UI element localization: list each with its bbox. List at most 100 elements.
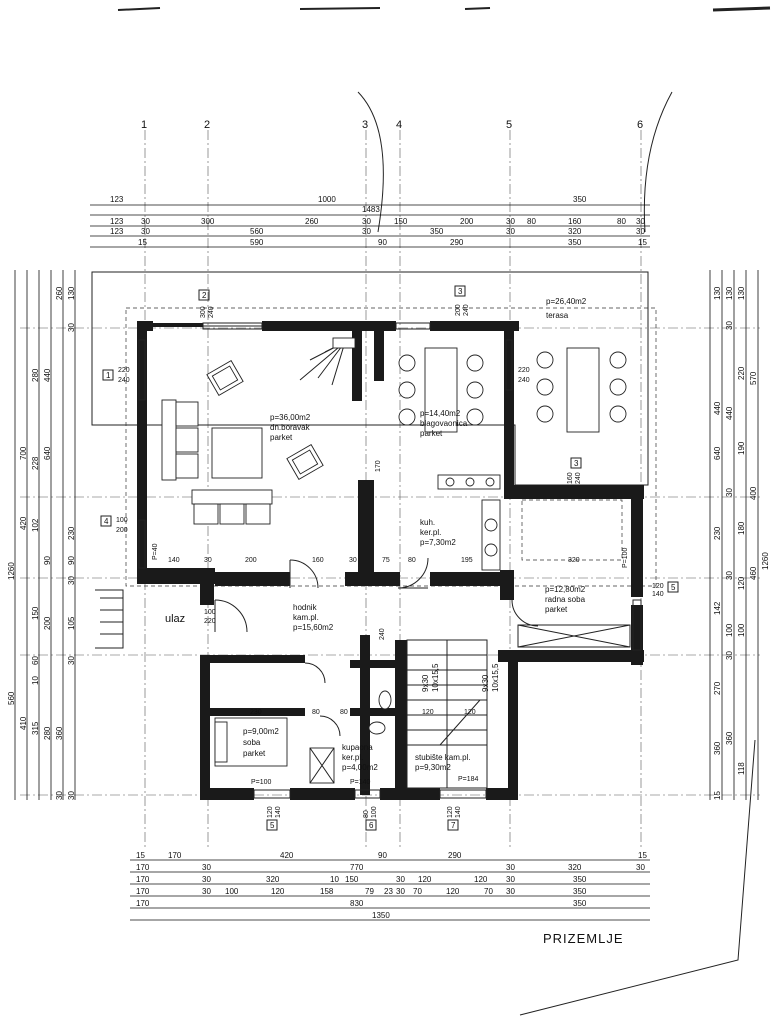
- dim-label: 320: [266, 875, 280, 884]
- room-name: hodnik: [293, 603, 318, 612]
- dim-label: 420: [280, 851, 294, 860]
- dim-label: 1483: [362, 205, 380, 214]
- svg-text:P=100: P=100: [251, 779, 272, 786]
- room-area: p=12,80m2: [545, 585, 586, 594]
- dim-label: 410: [19, 716, 28, 730]
- dim-label: 440: [725, 406, 734, 420]
- dim-label: 118: [737, 762, 746, 775]
- marker-label: 2: [202, 291, 207, 300]
- stair-fan-lines: [299, 341, 346, 386]
- bathroom-fixtures: [309, 690, 392, 784]
- dim-label: 1260: [761, 552, 770, 570]
- room-floor: ker.pl.: [342, 753, 363, 762]
- marker-label: 6: [369, 821, 374, 830]
- dim-label: 30: [396, 887, 405, 896]
- room-area: p=4,00m2: [342, 763, 378, 772]
- dim-label: 360: [713, 741, 722, 755]
- dim-label: 290: [448, 851, 462, 860]
- svg-text:200: 200: [245, 557, 257, 564]
- dim-label: 100: [225, 887, 239, 896]
- kitchen-counter: [437, 474, 501, 571]
- svg-text:160: 160: [567, 472, 574, 484]
- svg-text:120: 120: [652, 583, 664, 590]
- dim-label: 15: [138, 238, 147, 247]
- dim-label: 315: [31, 721, 40, 735]
- svg-text:320: 320: [568, 557, 580, 564]
- dim-label: 290: [450, 238, 464, 247]
- right-dimensions: 1260 130 440 230 460 570 640 180 142 100…: [709, 270, 770, 800]
- dim-label: 80: [617, 217, 626, 226]
- dim-label: 30: [67, 576, 76, 585]
- dim-label: 120: [474, 875, 488, 884]
- cabinet-icons: [517, 499, 631, 648]
- svg-text:200: 200: [455, 304, 462, 316]
- scan-mark: [117, 7, 161, 11]
- sink-icon: [484, 518, 498, 532]
- marker-label: 5: [671, 583, 676, 592]
- dim-label: 1350: [372, 911, 390, 920]
- dim-label: 30: [725, 321, 734, 330]
- svg-text:80: 80: [312, 709, 320, 716]
- windows: [138, 322, 642, 799]
- dim-label: 350: [573, 195, 587, 204]
- svg-text:240: 240: [463, 304, 470, 316]
- axis-label: 1: [141, 119, 147, 131]
- door-swing-arc: [643, 91, 673, 233]
- marker-box: [102, 369, 114, 381]
- dim-label: 350: [430, 227, 444, 236]
- svg-text:10x15,5: 10x15,5: [431, 663, 440, 692]
- entrance-label: ulaz: [165, 613, 185, 625]
- scan-mark: [712, 6, 771, 12]
- dim-label: 123: [110, 195, 124, 204]
- axis-label: 2: [204, 119, 210, 131]
- svg-text:100: 100: [371, 806, 378, 818]
- dim-label: 700: [19, 446, 28, 460]
- dim-label: 30: [202, 863, 211, 872]
- svg-text:140: 140: [455, 806, 462, 818]
- dim-label: 200: [43, 616, 52, 630]
- dim-label: 120: [418, 875, 432, 884]
- dim-label: 770: [350, 863, 364, 872]
- dim-label: 30: [506, 887, 515, 896]
- marker-box: [570, 457, 582, 469]
- svg-text:30: 30: [349, 557, 357, 564]
- svg-text:240: 240: [518, 377, 530, 384]
- dim-label: 150: [394, 217, 408, 226]
- dim-label: 280: [31, 368, 40, 382]
- svg-text:P=140: P=140: [350, 779, 371, 786]
- svg-text:140: 140: [168, 557, 180, 564]
- dim-label: 30: [67, 323, 76, 332]
- svg-text:30: 30: [204, 557, 212, 564]
- left-dimensions: 1260 560 700 420 410 280 228 102 150 315…: [7, 270, 76, 800]
- svg-text:120: 120: [464, 709, 476, 716]
- marker-box: [667, 581, 679, 593]
- svg-text:230: 230: [250, 709, 262, 716]
- dim-label: 90: [67, 556, 76, 565]
- dim-label: 320: [568, 863, 582, 872]
- svg-text:120: 120: [447, 806, 454, 818]
- dim-label: 30: [725, 488, 734, 497]
- dim-label: 15: [136, 851, 145, 860]
- dim-label: 350: [568, 238, 582, 247]
- dim-label: 830: [350, 899, 364, 908]
- stair-labels: 9x30 10x15,5 9x30 10x15,5: [421, 663, 500, 692]
- dim-label: 30: [725, 571, 734, 580]
- room-floor: parket: [270, 433, 293, 442]
- svg-text:P=100: P=100: [622, 547, 629, 568]
- dim-label: 30: [636, 227, 645, 236]
- svg-text:240: 240: [575, 472, 582, 484]
- dim-label: 100: [737, 623, 746, 637]
- room-area: p=36,00m2: [270, 413, 311, 422]
- dim-label: 30: [506, 217, 515, 226]
- scan-mark: [299, 7, 381, 10]
- dim-label: 130: [725, 286, 734, 300]
- svg-text:195: 195: [461, 557, 473, 564]
- dim-label: 100: [725, 623, 734, 637]
- marker-label: 3: [458, 287, 463, 296]
- svg-text:80: 80: [363, 810, 370, 818]
- dim-label: 350: [573, 887, 587, 896]
- room-name: dn.boravak: [270, 423, 311, 432]
- dim-label: 10: [31, 676, 40, 685]
- dim-label: 570: [749, 371, 758, 385]
